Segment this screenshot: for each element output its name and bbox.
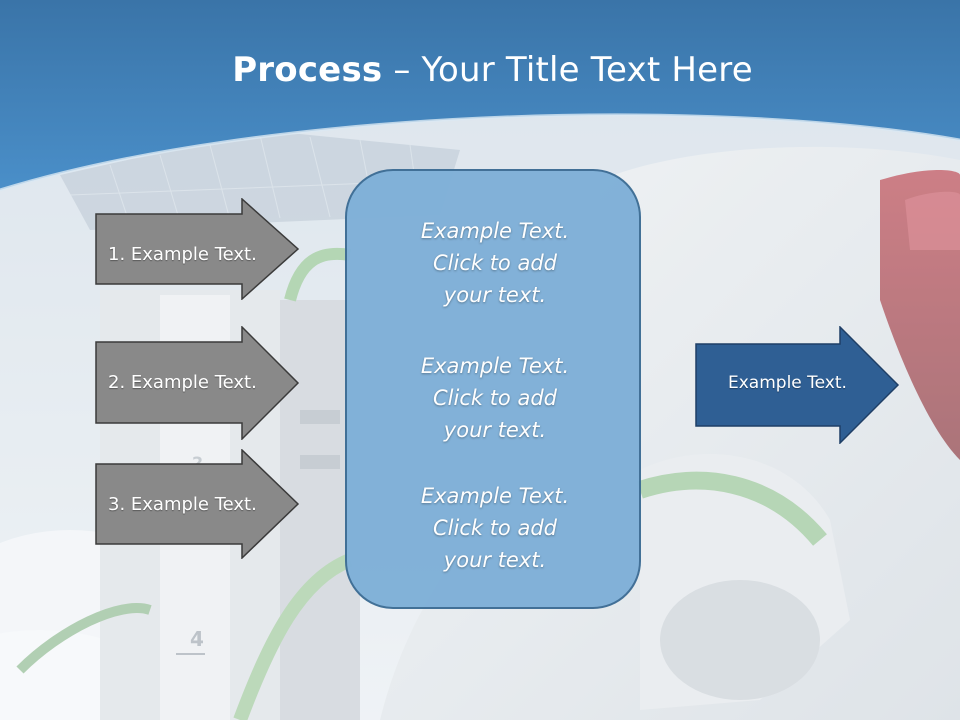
center-block-3-line-3: your text. (443, 548, 547, 572)
step-label-1: 1. Example Text. (108, 244, 257, 265)
center-text-block-2[interactable]: Example Text. Click to add your text. (347, 350, 643, 446)
center-block-1-line-1: Example Text. (420, 219, 570, 243)
step-label-2: 2. Example Text. (108, 372, 257, 393)
center-block-1-line-2: Click to add (432, 251, 557, 275)
station-number-4: 4 (190, 627, 204, 651)
title-rest: – Your Title Text Here (382, 50, 753, 90)
output-arrow[interactable]: Example Text. (695, 325, 900, 445)
station-number-2: 2 (192, 453, 203, 472)
slide-title[interactable]: Process – Your Title Text Here (0, 50, 960, 90)
center-block-3-line-1: Example Text. (420, 484, 570, 508)
title-bold: Process (232, 50, 383, 90)
center-text-panel[interactable]: Example Text. Click to add your text. Ex… (345, 169, 641, 609)
arrow-right-icon (95, 197, 300, 301)
center-block-3-line-2: Click to add (432, 516, 557, 540)
center-block-1-line-3: your text. (443, 283, 547, 307)
step-label-3: 3. Example Text. (108, 494, 257, 515)
center-block-2-line-2: Click to add (432, 386, 557, 410)
arrow-right-icon (695, 325, 900, 445)
center-text-block-3[interactable]: Example Text. Click to add your text. (347, 480, 643, 576)
step-arrow-3[interactable]: 3. Example Text. (95, 448, 300, 560)
step-arrow-2[interactable]: 2. Example Text. (95, 325, 300, 441)
output-label: Example Text. (728, 373, 847, 393)
arrow-right-icon (95, 325, 300, 441)
center-block-2-line-1: Example Text. (420, 354, 570, 378)
arrow-right-icon (95, 448, 300, 560)
step-arrow-1[interactable]: 1. Example Text. (95, 197, 300, 301)
center-text-block-1[interactable]: Example Text. Click to add your text. (347, 215, 643, 311)
center-block-2-line-3: your text. (443, 418, 547, 442)
